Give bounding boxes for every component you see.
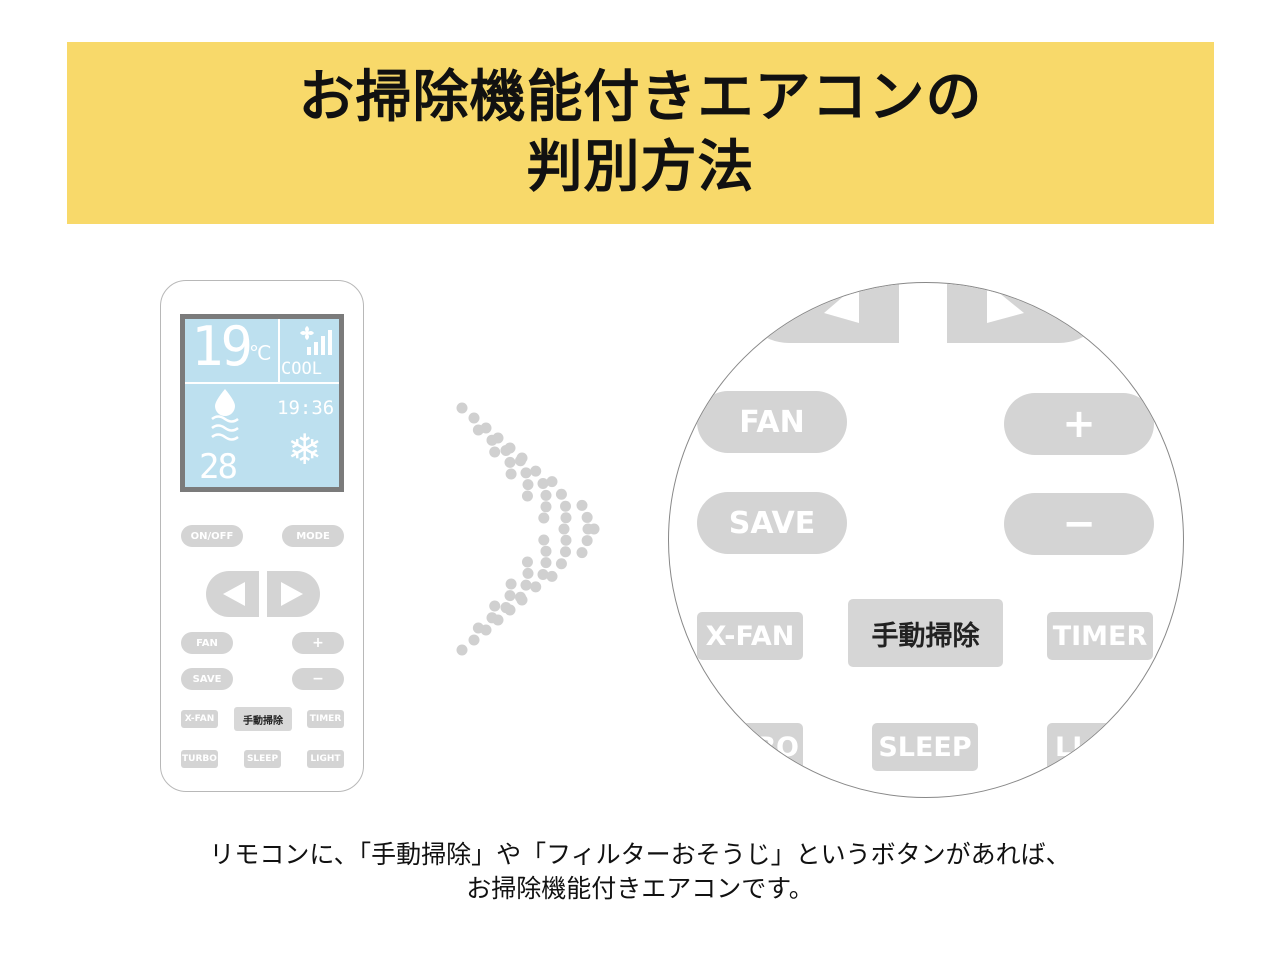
chevron-dot	[468, 412, 480, 424]
light-button[interactable]: LIGHT	[307, 750, 344, 768]
dotted-chevron-arrow	[456, 402, 600, 656]
chevron-dot	[540, 501, 552, 513]
fan-icon	[300, 326, 314, 340]
sleep-button[interactable]: SLEEP	[244, 750, 281, 768]
lcd-divider-vertical	[278, 319, 280, 382]
zoom-x-fan-button[interactable]: X-FAN	[697, 612, 803, 660]
chevron-dot	[581, 535, 593, 547]
chevron-dot	[492, 432, 504, 444]
right-arrow-button[interactable]	[267, 571, 320, 617]
chevron-dot	[504, 590, 516, 602]
caption: リモコンに、「手動掃除」や「フィルターおそうじ」というボタンがあれば、 お掃除機…	[0, 838, 1280, 906]
zoom-manual-clean-button[interactable]: 手動掃除	[848, 599, 1003, 667]
zoom-sleep-button[interactable]: SLEEP	[872, 723, 978, 771]
x-fan-button[interactable]: X-FAN	[181, 710, 218, 728]
magnified-view: FAN + SAVE − X-FAN 手動掃除 TIMER RBO SLEEP …	[668, 282, 1184, 798]
lcd-mode: COOL	[281, 359, 322, 379]
on-off-button[interactable]: ON/OFF	[181, 525, 243, 547]
fan-button[interactable]: FAN	[181, 632, 233, 654]
title-line-1: お掃除機能付きエアコンの	[298, 65, 983, 130]
chevron-dot	[530, 581, 542, 593]
zoom-right-arrow-button[interactable]	[947, 282, 1109, 343]
chevron-dot	[521, 556, 533, 568]
chevron-dot	[538, 534, 550, 546]
chevron-dot	[505, 578, 517, 590]
minus-button[interactable]: −	[292, 668, 344, 690]
chevron-dot	[456, 402, 468, 414]
lcd-frame: 19 ℃ COOL 19:36 28 ❄	[180, 314, 344, 492]
signal-bars-icon	[307, 330, 332, 355]
save-button[interactable]: SAVE	[181, 668, 233, 690]
remote-control: 19 ℃ COOL 19:36 28 ❄ ON/OFF MODE	[160, 280, 364, 792]
chevron-dot	[537, 569, 549, 580]
chevron-dot	[560, 500, 571, 512]
chevron-dot	[520, 579, 532, 591]
chevron-dot	[560, 512, 572, 524]
chevron-dot	[560, 546, 571, 558]
zoom-save-button[interactable]: SAVE	[697, 492, 847, 554]
chevron-dot	[522, 567, 534, 579]
chevron-dot	[456, 644, 468, 656]
zoom-turbo-button[interactable]: RBO	[719, 723, 803, 771]
timer-button[interactable]: TIMER	[307, 710, 344, 728]
chevron-dot	[468, 634, 480, 646]
chevron-dot	[546, 476, 558, 488]
lcd-divider-horizontal	[185, 382, 339, 384]
chevron-dot	[530, 465, 542, 477]
chevron-dot	[560, 534, 572, 546]
chevron-dot	[555, 558, 567, 570]
chevron-dot	[492, 614, 504, 626]
chevron-dot	[522, 479, 534, 491]
title-banner: お掃除機能付きエアコンの 判別方法	[67, 42, 1214, 224]
chevron-dot	[504, 456, 516, 468]
chevron-dot	[540, 489, 552, 501]
chevron-dot	[540, 557, 552, 569]
waves-icon	[211, 415, 239, 441]
chevron-dot	[546, 570, 558, 582]
caption-line-1: リモコンに、「手動掃除」や「フィルターおそうじ」というボタンがあれば、	[209, 840, 1071, 869]
caption-line-2: お掃除機能付きエアコンです。	[466, 874, 814, 903]
mode-button[interactable]: MODE	[282, 525, 344, 547]
zoom-left-arrow-button[interactable]	[739, 282, 899, 343]
zoom-minus-button[interactable]: −	[1004, 493, 1154, 555]
chevron-dot	[516, 452, 528, 464]
chevron-dot	[504, 442, 516, 454]
lcd-temperature: 19	[191, 319, 253, 378]
chevron-dot	[480, 624, 492, 636]
zoom-timer-button[interactable]: TIMER	[1047, 612, 1153, 660]
title-line-2: 判別方法	[526, 135, 755, 200]
chevron-dot	[537, 478, 549, 489]
zoom-plus-button[interactable]: +	[1004, 393, 1154, 455]
chevron-dot	[504, 604, 516, 616]
chevron-dot	[581, 511, 593, 523]
zoom-arrow-buttons	[739, 282, 1109, 343]
arrow-buttons	[206, 571, 320, 617]
snowflake-icon: ❄	[287, 425, 323, 474]
manual-clean-button[interactable]: 手動掃除	[234, 707, 292, 731]
chevron-dot	[516, 594, 528, 606]
chevron-dot	[576, 499, 588, 511]
chevron-dot	[558, 523, 570, 535]
chevron-dot	[521, 490, 533, 502]
chevron-dot	[489, 600, 501, 612]
turbo-button[interactable]: TURBO	[181, 750, 218, 768]
chevron-dot	[540, 545, 552, 557]
left-arrow-button[interactable]	[206, 571, 259, 617]
zoom-light-button[interactable]: LI	[1047, 723, 1127, 771]
water-drop-icon	[211, 389, 239, 441]
chevron-dot	[588, 523, 600, 535]
zoom-fan-button[interactable]: FAN	[697, 391, 847, 453]
chevron-dot	[489, 446, 501, 458]
lcd-screen: 19 ℃ COOL 19:36 28 ❄	[185, 319, 339, 487]
chevron-dot	[576, 547, 588, 559]
chevron-dot	[480, 422, 492, 434]
chevron-dot	[555, 488, 567, 500]
plus-button[interactable]: +	[292, 632, 344, 654]
chevron-dot	[538, 512, 550, 524]
chevron-dot	[520, 467, 532, 479]
lcd-set-value: 28	[199, 447, 238, 487]
lcd-clock: 19:36	[277, 397, 335, 419]
chevron-dot	[505, 468, 517, 480]
lcd-degree: ℃	[249, 341, 272, 365]
